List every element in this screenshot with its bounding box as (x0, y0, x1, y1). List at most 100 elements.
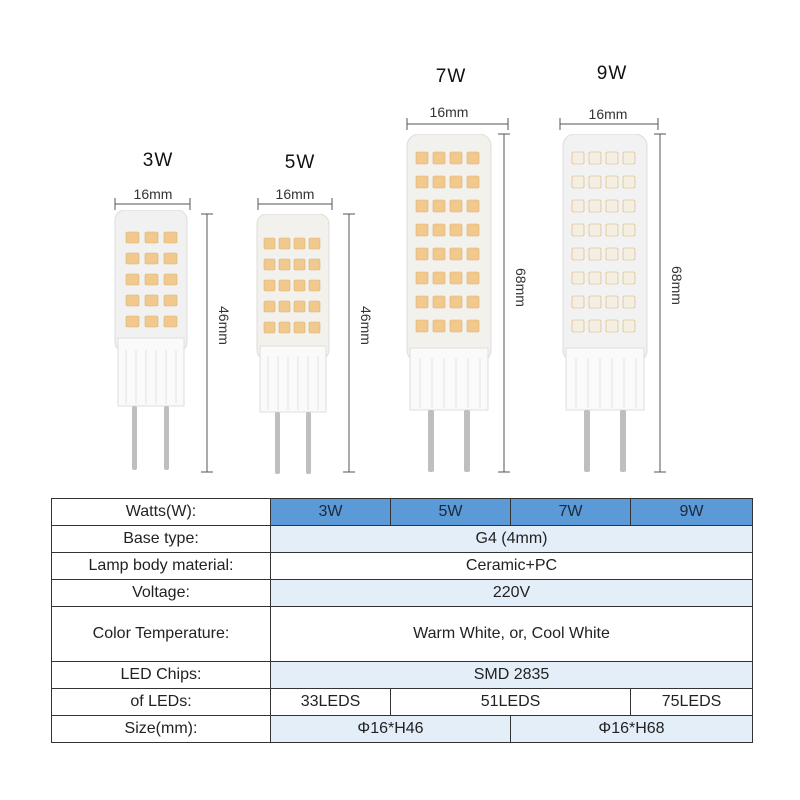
led-chip (293, 237, 306, 250)
led-chip (125, 231, 140, 244)
led-chip (622, 271, 636, 285)
led-chip (144, 315, 159, 328)
led-chip (263, 321, 276, 334)
led-chip (144, 231, 159, 244)
spec-table: Watts(W): 3W 5W 7W 9W Base type: G4 (4mm… (51, 498, 753, 743)
led-chip (622, 223, 636, 237)
spec-value-material: Ceramic+PC (270, 552, 753, 580)
led-chip (588, 247, 602, 261)
led-chip (415, 151, 429, 165)
led-chip (605, 271, 619, 285)
led-chip (449, 247, 463, 261)
spec-row-color: Color Temperature: Warm White, or, Cool … (51, 606, 753, 662)
bulb-7w-watt-label: 7W (435, 66, 467, 87)
led-chip (163, 252, 178, 265)
led-chip (293, 258, 306, 271)
led-chip (571, 247, 585, 261)
led-chip (571, 199, 585, 213)
spec-label-color: Color Temperature: (51, 606, 271, 662)
led-chip (449, 223, 463, 237)
spec-label-voltage: Voltage: (51, 579, 271, 607)
bulb-5w-height-label: 46mm (358, 306, 374, 345)
led-chip (432, 175, 446, 189)
led-chip (263, 258, 276, 271)
led-chip (588, 151, 602, 165)
spec-row-material: Lamp body material: Ceramic+PC (51, 552, 753, 580)
spec-label-leds: of LEDs: (51, 688, 271, 716)
led-chip (278, 321, 291, 334)
spec-row-watts: Watts(W): 3W 5W 7W 9W (51, 498, 753, 526)
bulb-9w-image (560, 134, 652, 476)
led-chip (432, 223, 446, 237)
led-chip (293, 279, 306, 292)
led-chip (415, 295, 429, 309)
led-chip (466, 175, 480, 189)
led-chip (278, 300, 291, 313)
bulb-5w-width-label: 16mm (275, 186, 315, 202)
led-chip (605, 151, 619, 165)
bulb-3w-graphic (114, 210, 188, 470)
led-chip (163, 273, 178, 286)
led-chip (622, 175, 636, 189)
led-chip (144, 273, 159, 286)
led-chip (466, 247, 480, 261)
led-chip (308, 237, 321, 250)
led-chip (605, 319, 619, 333)
bulb-3w-width-label: 16mm (133, 186, 173, 202)
led-chip (622, 151, 636, 165)
led-chip (278, 258, 291, 271)
spec-watt-5w: 5W (390, 498, 511, 526)
bulb-3w-image (112, 210, 192, 475)
led-chip (125, 252, 140, 265)
spec-watt-3w: 3W (270, 498, 391, 526)
led-chip (144, 252, 159, 265)
spec-label-material: Lamp body material: (51, 552, 271, 580)
led-chip (466, 151, 480, 165)
led-chip (449, 175, 463, 189)
led-chip (449, 151, 463, 165)
led-chip (588, 271, 602, 285)
led-chip (278, 237, 291, 250)
spec-leds-9w: 75LEDS (630, 688, 753, 716)
led-chip (144, 294, 159, 307)
bulb-5w-graphic (256, 214, 330, 474)
spec-value-chips: SMD 2835 (270, 661, 753, 689)
led-chip (163, 315, 178, 328)
bulb-7w-height-label: 68mm (513, 268, 529, 307)
spec-row-base: Base type: G4 (4mm) (51, 525, 753, 553)
spec-leds-3w: 33LEDS (270, 688, 391, 716)
led-chip (622, 295, 636, 309)
led-chip (432, 199, 446, 213)
spec-size-short: Φ16*H46 (270, 715, 511, 743)
led-chip (293, 321, 306, 334)
spec-value-voltage: 220V (270, 579, 753, 607)
bulb-3w-watt-label: 3W (142, 150, 174, 171)
led-chip (432, 295, 446, 309)
spec-watt-7w: 7W (510, 498, 631, 526)
spec-row-voltage: Voltage: 220V (51, 579, 753, 607)
led-chip (449, 271, 463, 285)
bulb-9w-width-label: 16mm (588, 106, 628, 122)
led-chip (415, 271, 429, 285)
led-chip (449, 199, 463, 213)
led-chip (125, 273, 140, 286)
led-chip (466, 271, 480, 285)
led-chip (571, 223, 585, 237)
led-chip (605, 199, 619, 213)
bulb-3w-height-label: 46mm (216, 306, 232, 345)
led-chip (605, 175, 619, 189)
spec-label-watts: Watts(W): (51, 498, 271, 526)
led-chip (263, 237, 276, 250)
led-chip (622, 319, 636, 333)
led-chip (449, 319, 463, 333)
dimension-lines (114, 118, 666, 473)
led-chip (308, 321, 321, 334)
led-chip (415, 247, 429, 261)
led-chip (163, 294, 178, 307)
spec-watt-9w: 9W (630, 498, 753, 526)
led-chip (571, 295, 585, 309)
bulb-7w-width-label: 16mm (429, 104, 469, 120)
led-chip (466, 295, 480, 309)
led-chip (571, 319, 585, 333)
